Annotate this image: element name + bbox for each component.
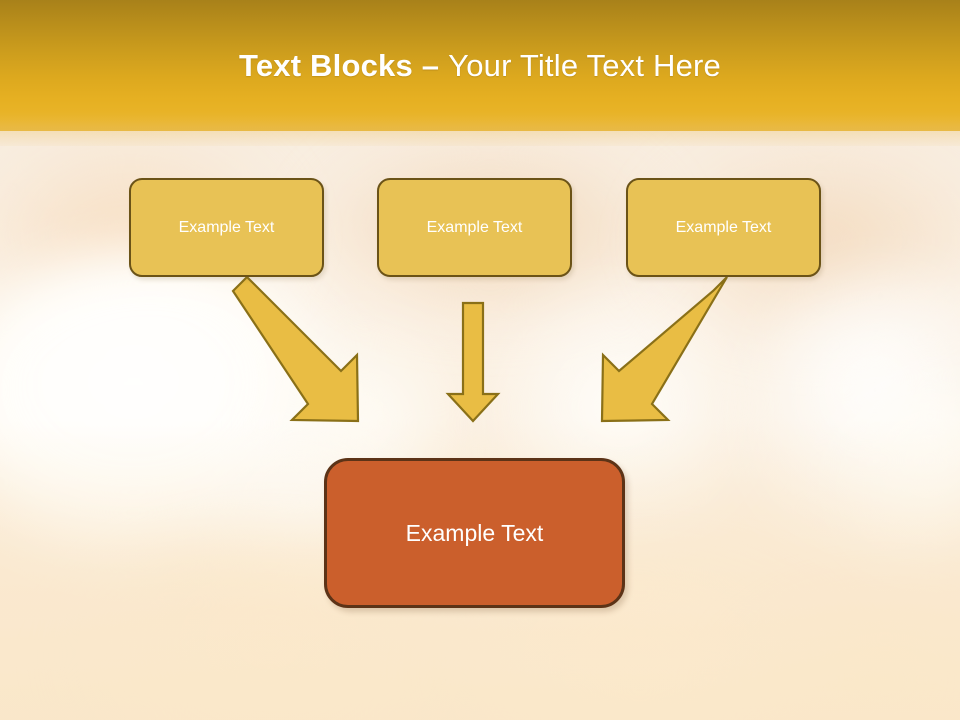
top-box-1-label: Example Text: [178, 218, 275, 236]
page-title: Text Blocks – Your Title Text Here: [0, 0, 960, 131]
page-title-light: Your Title Text Here: [448, 47, 721, 83]
top-box-2[interactable]: Example Text: [377, 178, 572, 277]
page-title-bold: Text Blocks –: [239, 47, 440, 83]
top-box-1[interactable]: Example Text: [129, 178, 324, 277]
bottom-box-label: Example Text: [405, 519, 544, 546]
top-box-3-label: Example Text: [675, 218, 772, 236]
top-box-2-label: Example Text: [426, 218, 523, 236]
bottom-box[interactable]: Example Text: [324, 458, 625, 608]
header-band: [0, 0, 960, 131]
top-box-3[interactable]: Example Text: [626, 178, 821, 277]
